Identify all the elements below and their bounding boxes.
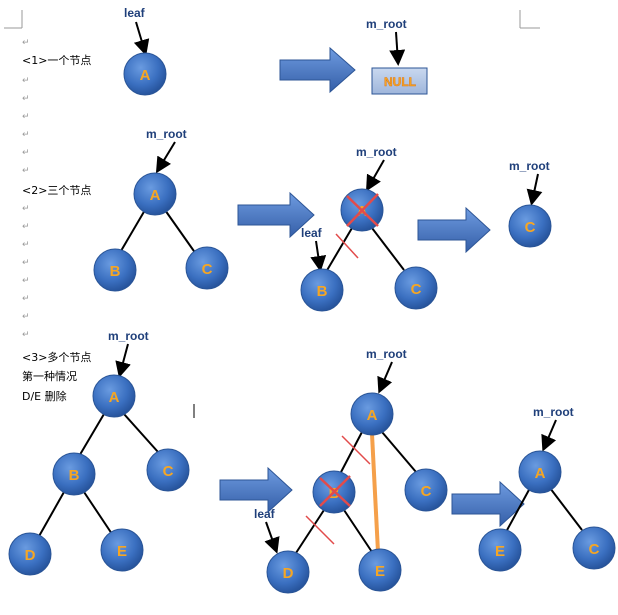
node-label: B [69,467,80,484]
svg-text:↵: ↵ [22,76,30,86]
node-label: A [367,407,378,424]
cut-mark [305,515,335,545]
svg-text:↵: ↵ [22,148,30,158]
svg-text:↵: ↵ [22,112,30,122]
m-root-label: m_root [533,405,574,419]
node-d [266,550,310,594]
node-e [358,548,402,592]
node-label: E [117,543,127,560]
transition-arrow [237,191,315,239]
node-c [508,204,552,248]
svg-text:↵: ↵ [22,222,30,232]
transition-arrow [451,480,525,528]
leaf-label: leaf [124,6,146,20]
leaf-label: leaf [301,226,323,240]
svg-text:↵: ↵ [22,130,30,140]
null-text: NULL [384,75,416,89]
node-label: C [411,281,422,298]
node-c [394,266,438,310]
node-label: E [495,543,505,560]
section-one-node-label: <1>一个节点 [22,54,92,67]
transition-arrow [219,466,293,514]
node-c [404,468,448,512]
node-b [300,268,344,312]
node-label: B [110,263,121,280]
node-a [92,374,136,418]
m-root-label: m_root [509,159,550,173]
node-e [100,528,144,572]
node-label: A [535,465,546,482]
node-label: A [140,67,151,84]
node-label: E [375,563,385,580]
svg-text:↵: ↵ [22,294,30,304]
node-label: A [150,187,161,204]
section-three-nodes-label: <2>三个节点 [22,184,92,197]
leaf-label: leaf [254,507,276,521]
node-label: A [109,389,120,406]
section-many-nodes-label: <3>多个节点 [22,351,92,364]
node-a [133,172,177,216]
delete-cross [319,475,351,507]
section-two: m_root A B C m_root A leaf B C m_root C [93,127,552,312]
cut-mark [335,233,359,259]
svg-text:↵: ↵ [22,166,30,176]
node-d [8,532,52,576]
svg-text:↵: ↵ [22,38,30,48]
node-e [478,528,522,572]
svg-text:↵: ↵ [22,204,30,214]
node-label: C [589,541,600,558]
node-a [350,392,394,436]
delete-cross [346,193,379,227]
node-label: D [25,547,36,564]
node-c [572,526,616,570]
node-c [185,246,229,290]
section-one: leaf A m_root NULL [123,6,428,96]
node-label: B [317,283,328,300]
page-corner-marks [4,10,540,29]
transition-arrow [417,206,491,254]
paragraph-marks: ↵ ↵ ↵ ↵ ↵ ↵ ↵ ↵ ↵ ↵ ↵ ↵ ↵ ↵ ↵ [22,38,30,340]
node-label: C [202,261,213,278]
node-a [123,52,167,96]
svg-text:↵: ↵ [22,312,30,322]
node-a [518,450,562,494]
node-label: C [525,219,536,236]
svg-text:↵: ↵ [22,258,30,268]
highlight-path [370,433,380,553]
m-root-label: m_root [356,145,397,159]
node-b [52,452,96,496]
m-root-label: m_root [146,127,187,141]
section-three: m_root A B C D E m_root A B C leaf [8,329,616,594]
node-label: C [421,483,432,500]
node-b [93,248,137,292]
m-root-label: m_root [366,347,407,361]
transition-arrow [279,46,356,94]
svg-text:↵: ↵ [22,240,30,250]
svg-text:↵: ↵ [22,276,30,286]
svg-text:↵: ↵ [22,94,30,104]
svg-text:↵: ↵ [22,330,30,340]
m-root-label: m_root [366,17,407,31]
node-c [146,448,190,492]
node-label: D [283,565,294,582]
node-label: C [163,463,174,480]
case-one-label: 第一种情况 [22,370,77,383]
cut-mark [341,435,371,465]
m-root-label: m_root [108,329,149,343]
null-box [371,67,428,95]
delete-de-label: D/E 删除 [22,390,67,403]
